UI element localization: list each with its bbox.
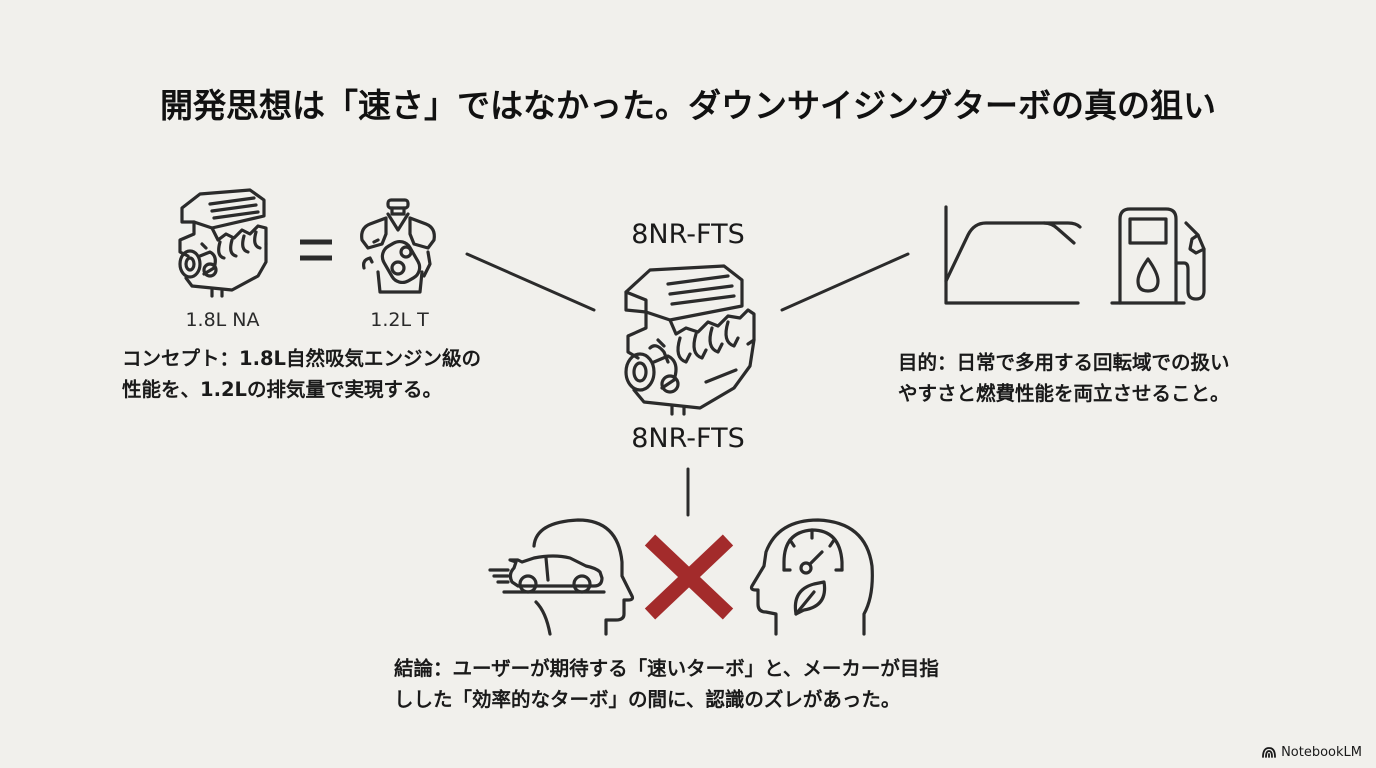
notebooklm-logo-icon	[1262, 747, 1276, 758]
torque-curve-icon	[944, 205, 1082, 305]
engine-inline-icon	[178, 188, 268, 298]
purpose-line-1: 目的：日常で多用する回転域での扱い	[898, 351, 1230, 374]
purpose-description: 目的：日常で多用する回転域での扱い やすさと燃費性能を両立させること。	[898, 347, 1230, 409]
model-label-top: 8NR-FTS	[631, 219, 745, 250]
connector-left	[465, 252, 596, 312]
red-x-icon	[644, 534, 734, 620]
fuel-pump-icon	[1110, 207, 1206, 305]
engine-turbo-label: 1.2L T	[370, 309, 429, 331]
equals-icon	[300, 239, 332, 261]
concept-description: コンセプト：1.8L自然吸気エンジン級の 性能を、1.2Lの排気量で実現する。	[122, 343, 481, 405]
engine-na-label: 1.8L NA	[185, 309, 260, 331]
purpose-line-2: やすさと燃費性能を両立させること。	[898, 382, 1230, 405]
model-label-bottom: 8NR-FTS	[631, 423, 745, 454]
concept-line-2: 性能を、1.2Lの排気量で実現する。	[122, 378, 442, 401]
head-with-gauge-leaf-icon	[749, 518, 874, 636]
brand-watermark: NotebookLM	[1262, 745, 1362, 760]
conclusion-text: 結論：ユーザーが期待する「速いターボ」と、メーカーが目指 しした「効率的なターボ…	[394, 653, 939, 715]
concept-line-1: コンセプト：1.8L自然吸気エンジン級の	[122, 347, 481, 370]
head-with-fast-car-icon	[488, 518, 635, 636]
brand-label: NotebookLM	[1281, 745, 1362, 760]
page-title: 開発思想は「速さ」ではなかった。ダウンサイジングターボの真の狙い	[160, 86, 1216, 125]
connector-right	[780, 252, 910, 312]
conclusion-line-1: 結論：ユーザーが期待する「速いターボ」と、メーカーが目指	[394, 657, 939, 680]
conclusion-line-2: しした「効率的なターボ」の間に、認識のズレがあった。	[394, 688, 901, 711]
engine-icon	[624, 264, 756, 416]
engine-v-icon	[360, 198, 436, 294]
